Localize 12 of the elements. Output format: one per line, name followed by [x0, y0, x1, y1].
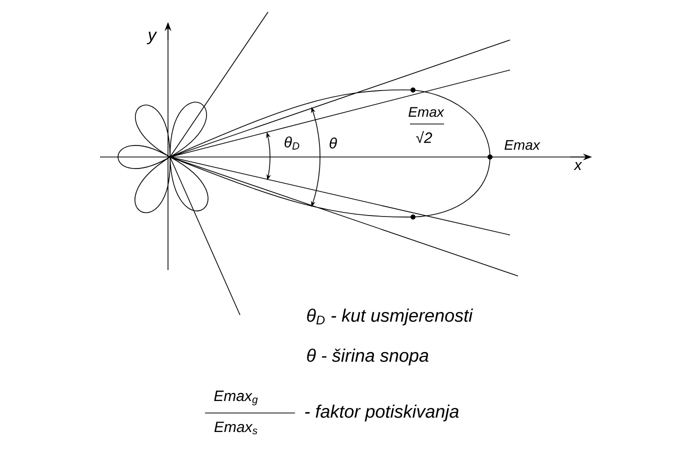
label: Emax: [408, 107, 444, 117]
label: θ$_{D}$: [284, 136, 300, 150]
label: Emax$_{s}$: [214, 422, 258, 434]
label: θ - širina snopa: [307, 348, 428, 366]
label: x: [574, 162, 582, 170]
label: Emax$_{g}$: [214, 390, 258, 406]
label: √2: [416, 131, 432, 143]
label: θ: [330, 138, 337, 148]
label: y: [146, 32, 158, 44]
label: - faktor potiskivanja: [305, 404, 459, 422]
label: Emax: [504, 140, 540, 150]
label: θ$_{D}$ - kut usmjerenosti: [307, 308, 473, 326]
